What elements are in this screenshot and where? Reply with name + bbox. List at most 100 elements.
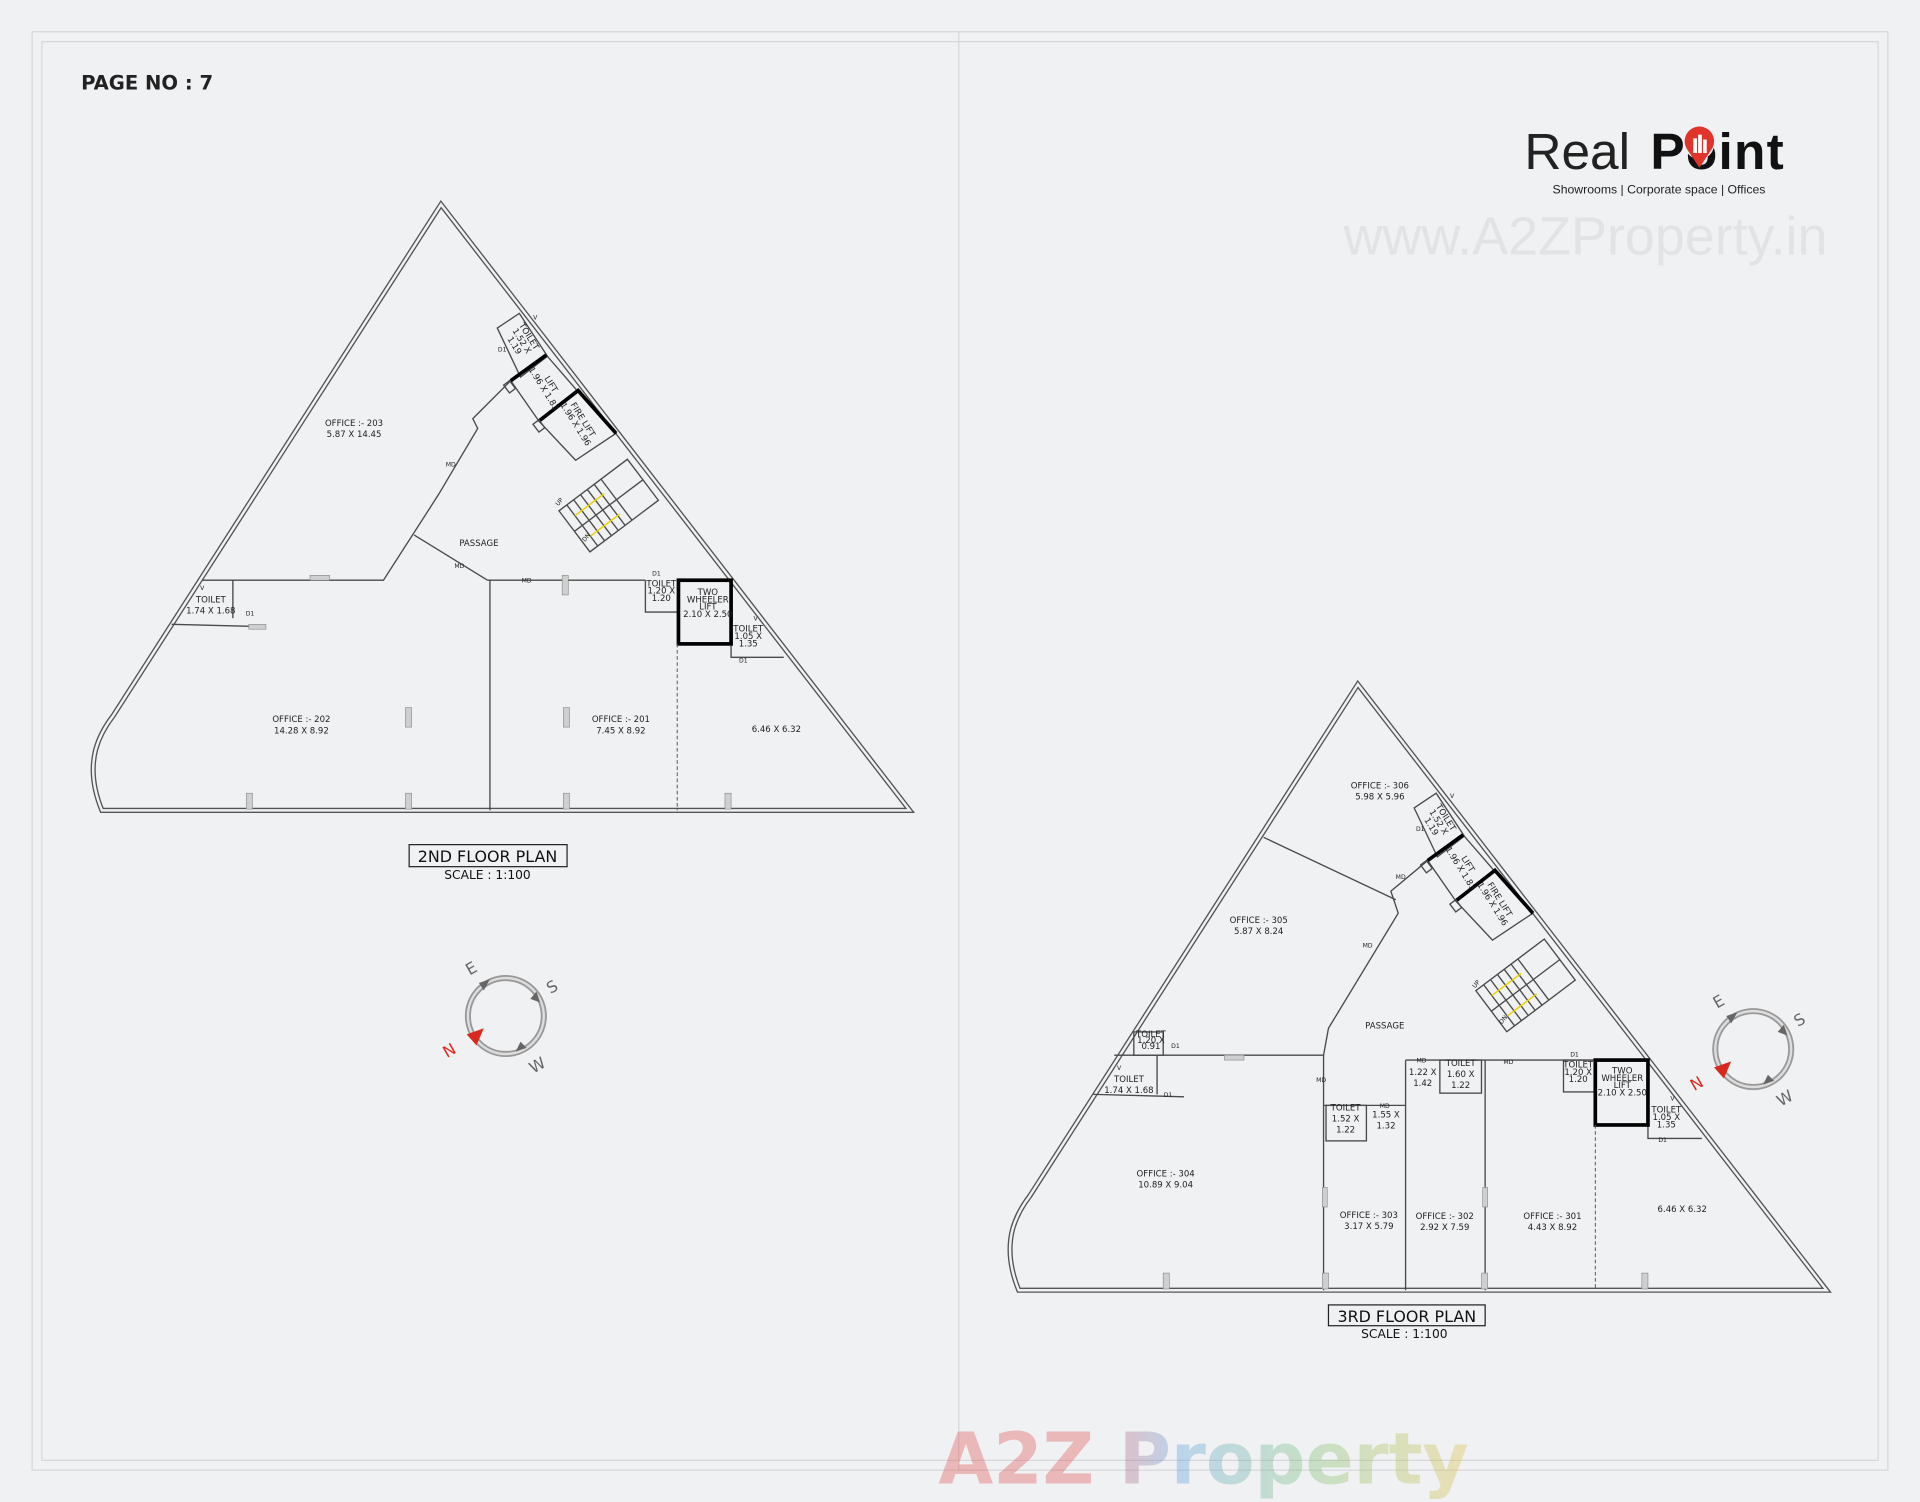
- room-label-line: 1.22: [1336, 1125, 1355, 1135]
- room-label-line: 1.20 X: [648, 587, 676, 597]
- room-label-line: 1.60 X: [1447, 1070, 1475, 1080]
- door-tag: MD: [446, 461, 456, 468]
- room-label-line: 1.05 X: [1653, 1113, 1681, 1123]
- plan-title-box: [408, 844, 568, 868]
- door-tag: MD: [1417, 1058, 1427, 1065]
- svg-text:Real: Real: [1524, 122, 1630, 180]
- room-label-line: OFFICE :- 304: [1137, 1169, 1195, 1179]
- door-tag: D1: [1171, 1043, 1180, 1050]
- door-tag: MD: [1363, 942, 1373, 949]
- compass-s-label: S: [1790, 1009, 1808, 1031]
- svg-text:A2Z Property: A2Z Property: [938, 1418, 1468, 1501]
- door-tag: MD: [1380, 1103, 1390, 1110]
- door-tag: UP: [1471, 979, 1482, 990]
- door-tag: D1: [1416, 826, 1425, 833]
- room-label-line: TOILET: [1330, 1103, 1362, 1113]
- page-inner-border: [41, 41, 1879, 1461]
- room-label-line: 1.20 X: [1137, 1036, 1165, 1046]
- room-label-line: OFFICE :- 301: [1523, 1212, 1581, 1222]
- room-label-line: 2.92 X 7.59: [1420, 1223, 1469, 1233]
- plan-title: 2ND FLOOR PLAN: [418, 847, 558, 866]
- room-label-line: WHEELER: [687, 595, 729, 605]
- location-pin-icon: [1684, 126, 1715, 168]
- real-point-logo: Real Point Showrooms | Corporate space |…: [1524, 122, 1783, 196]
- door-tag: D1: [1658, 1137, 1667, 1144]
- compass-s-label: S: [543, 976, 561, 998]
- room-label-line: TOILET: [1562, 1060, 1594, 1070]
- door-tag: V: [1670, 1095, 1675, 1102]
- columns: [246, 575, 732, 810]
- room-label: PASSAGE: [1365, 1021, 1404, 1031]
- room-label-line: TOILET: [732, 625, 764, 635]
- door-tag: D1: [739, 657, 748, 664]
- door-tag: V: [1450, 793, 1455, 800]
- room-label: 6.46 X 6.32: [752, 725, 801, 735]
- room-label-line: TOILET: [1135, 1030, 1167, 1040]
- room-label-line: 7.45 X 8.92: [596, 726, 645, 736]
- door-tag: MD: [1396, 874, 1406, 881]
- room-label-line: TOILET: [1445, 1059, 1477, 1069]
- door-tag: V: [533, 314, 538, 321]
- compass-e-label: E: [1710, 991, 1728, 1012]
- room-label-line: 6.46 X 6.32: [1658, 1205, 1707, 1215]
- door-tag: D1: [498, 346, 507, 353]
- door-tag: D1: [1164, 1092, 1173, 1099]
- room-label-line: LIFT: [1614, 1081, 1632, 1091]
- compass-e-label: E: [462, 958, 480, 979]
- room-label-line: 1.22: [1451, 1081, 1470, 1091]
- watermark-url: www.A2ZProperty.in: [1343, 207, 1828, 267]
- compass-n-label: N: [1687, 1072, 1707, 1094]
- room-label-line: 1.52 X: [1332, 1114, 1360, 1124]
- room-label-line: 6.46 X 6.32: [752, 725, 801, 735]
- room-label-line: 1.35: [739, 639, 758, 649]
- room-label-line: 1.55 X: [1372, 1111, 1400, 1121]
- room-label-line: OFFICE :- 201: [592, 715, 650, 725]
- room-label-line: OFFICE :- 306: [1351, 781, 1409, 791]
- door-tag: MD: [522, 578, 532, 585]
- door-tag: V: [1117, 1065, 1122, 1072]
- room-label-line: 5.87 X 8.24: [1234, 927, 1283, 937]
- door-tag: D1: [1570, 1051, 1579, 1058]
- room-label-line: 5.87 X 14.45: [327, 430, 382, 440]
- room-label-line: 1.42: [1413, 1079, 1432, 1089]
- room-label-line: PASSAGE: [1365, 1021, 1404, 1031]
- room-label-line: 5.98 X 5.96: [1355, 792, 1404, 802]
- room-label-line: OFFICE :- 305: [1230, 916, 1288, 926]
- plan-scale: SCALE : 1:100: [1361, 1327, 1447, 1341]
- door-tag: MD: [1316, 1077, 1326, 1084]
- door-tag: MD: [1503, 1059, 1513, 1066]
- watermark-a2z-logo: A2Z Property: [938, 1418, 1468, 1501]
- room-label-line: 1.20: [652, 594, 671, 604]
- page-number: PAGE NO : 7: [81, 71, 213, 94]
- room-label-line: 1.05 X: [734, 632, 762, 642]
- room-label-line: 4.43 X 8.92: [1528, 1223, 1577, 1233]
- room-label-line: 10.89 X 9.04: [1138, 1180, 1193, 1190]
- room-label: PASSAGE: [459, 539, 498, 549]
- door-tag: D1: [652, 570, 661, 577]
- door-tag: V: [200, 585, 205, 592]
- compass-n-label: N: [439, 1039, 459, 1061]
- room-label-line: 1.35: [1657, 1120, 1676, 1130]
- room-label-line: 0.91: [1141, 1042, 1160, 1052]
- room-label-line: TOILET: [1113, 1075, 1145, 1085]
- plan-scale: SCALE : 1:100: [444, 868, 530, 882]
- room-label-line: TOILET: [1650, 1106, 1682, 1116]
